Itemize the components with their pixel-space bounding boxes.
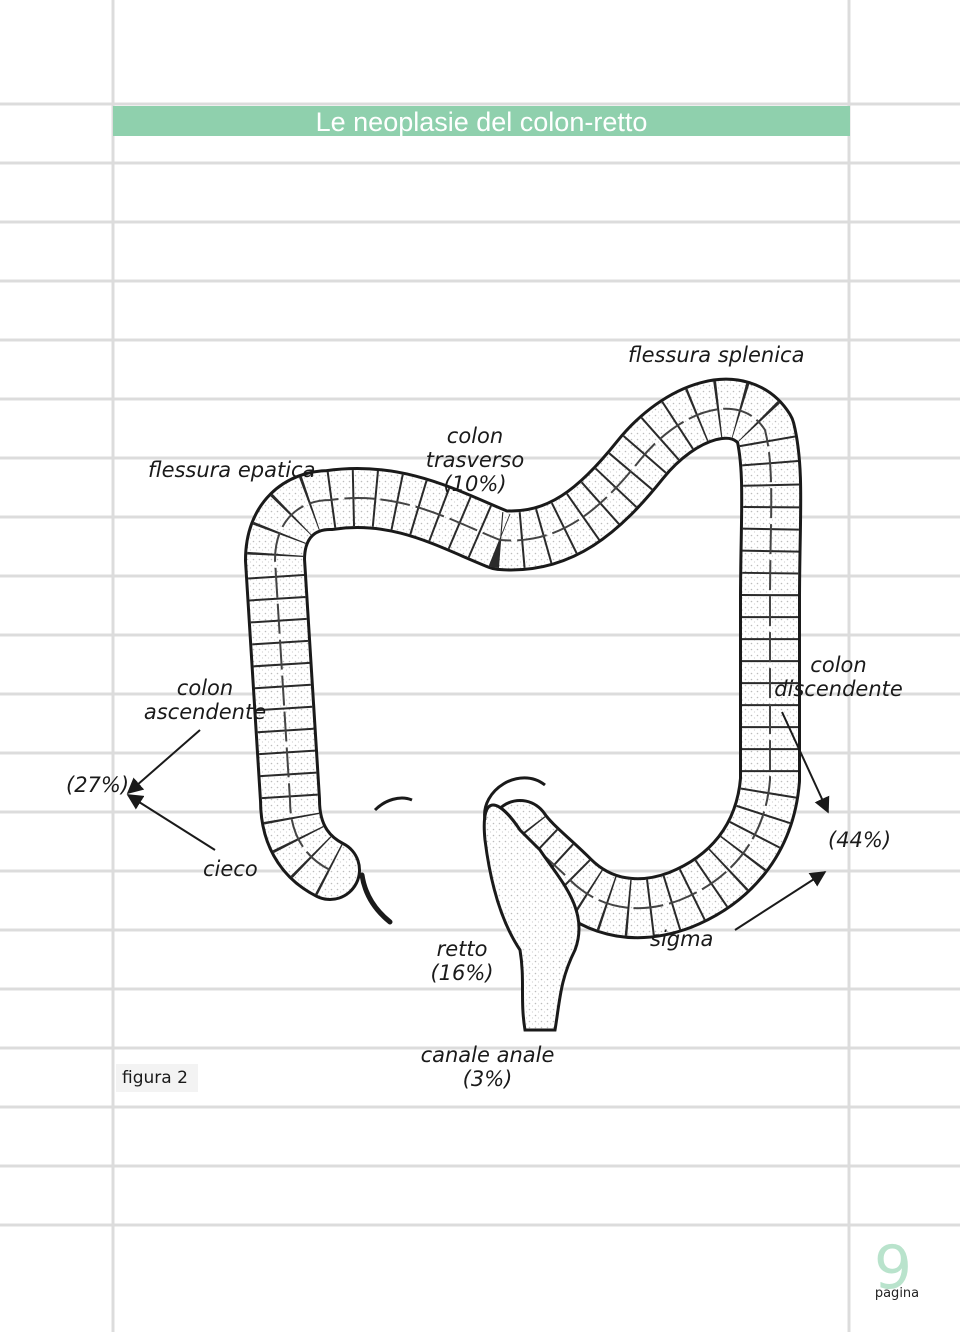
label-pct-44: (44%) xyxy=(828,828,892,852)
page-number: 9 xyxy=(873,1233,913,1303)
label-colon-trasverso-line2: trasverso xyxy=(425,448,525,472)
label-retto: retto (16%) xyxy=(420,937,504,985)
rectum xyxy=(482,776,581,1032)
label-colon-trasverso-line1: colon xyxy=(446,424,504,448)
label-colon-ascendente-line2: ascendente xyxy=(143,700,267,724)
label-colon-discendente-line2: discendente xyxy=(774,677,903,701)
page-label: pagina xyxy=(874,1286,920,1301)
label-pct-27: (27%) xyxy=(66,773,130,797)
page-title: Le neoplasie del colon-retto xyxy=(315,107,648,137)
label-flessura-splenica: flessura splenica xyxy=(628,343,805,367)
label-colon-discendente-line1: colon xyxy=(810,653,867,677)
label-colon-trasverso-pct: (10%) xyxy=(443,472,507,496)
header-bar: Le neoplasie del colon-retto xyxy=(113,106,850,137)
label-retto-pct: (16%) xyxy=(430,961,494,985)
label-canale-anale: canale anale (3%) xyxy=(400,1043,575,1091)
arrow-ascendente xyxy=(126,729,201,795)
arrow-discendente xyxy=(781,711,830,814)
label-colon-ascendente: colon ascendente xyxy=(130,676,280,724)
label-retto-line1: retto xyxy=(436,937,488,961)
appendix xyxy=(359,872,393,925)
label-sigma: sigma xyxy=(650,927,714,951)
ileum-stub xyxy=(373,796,413,812)
large-intestine xyxy=(244,377,803,940)
figure-tag: figura 2 xyxy=(116,1064,198,1092)
label-colon-discendente: colon discendente xyxy=(756,653,921,701)
label-canale-anale-line1: canale anale xyxy=(420,1043,555,1067)
label-colon-trasverso: colon trasverso (10%) xyxy=(415,424,535,496)
arrow-cieco xyxy=(126,794,216,851)
arrow-sigma xyxy=(734,871,827,931)
label-colon-ascendente-line1: colon xyxy=(176,676,234,700)
label-cieco: cieco xyxy=(203,857,258,881)
label-flessura-epatica: flessura epatica xyxy=(148,458,316,482)
label-canale-anale-pct: (3%) xyxy=(462,1067,513,1091)
